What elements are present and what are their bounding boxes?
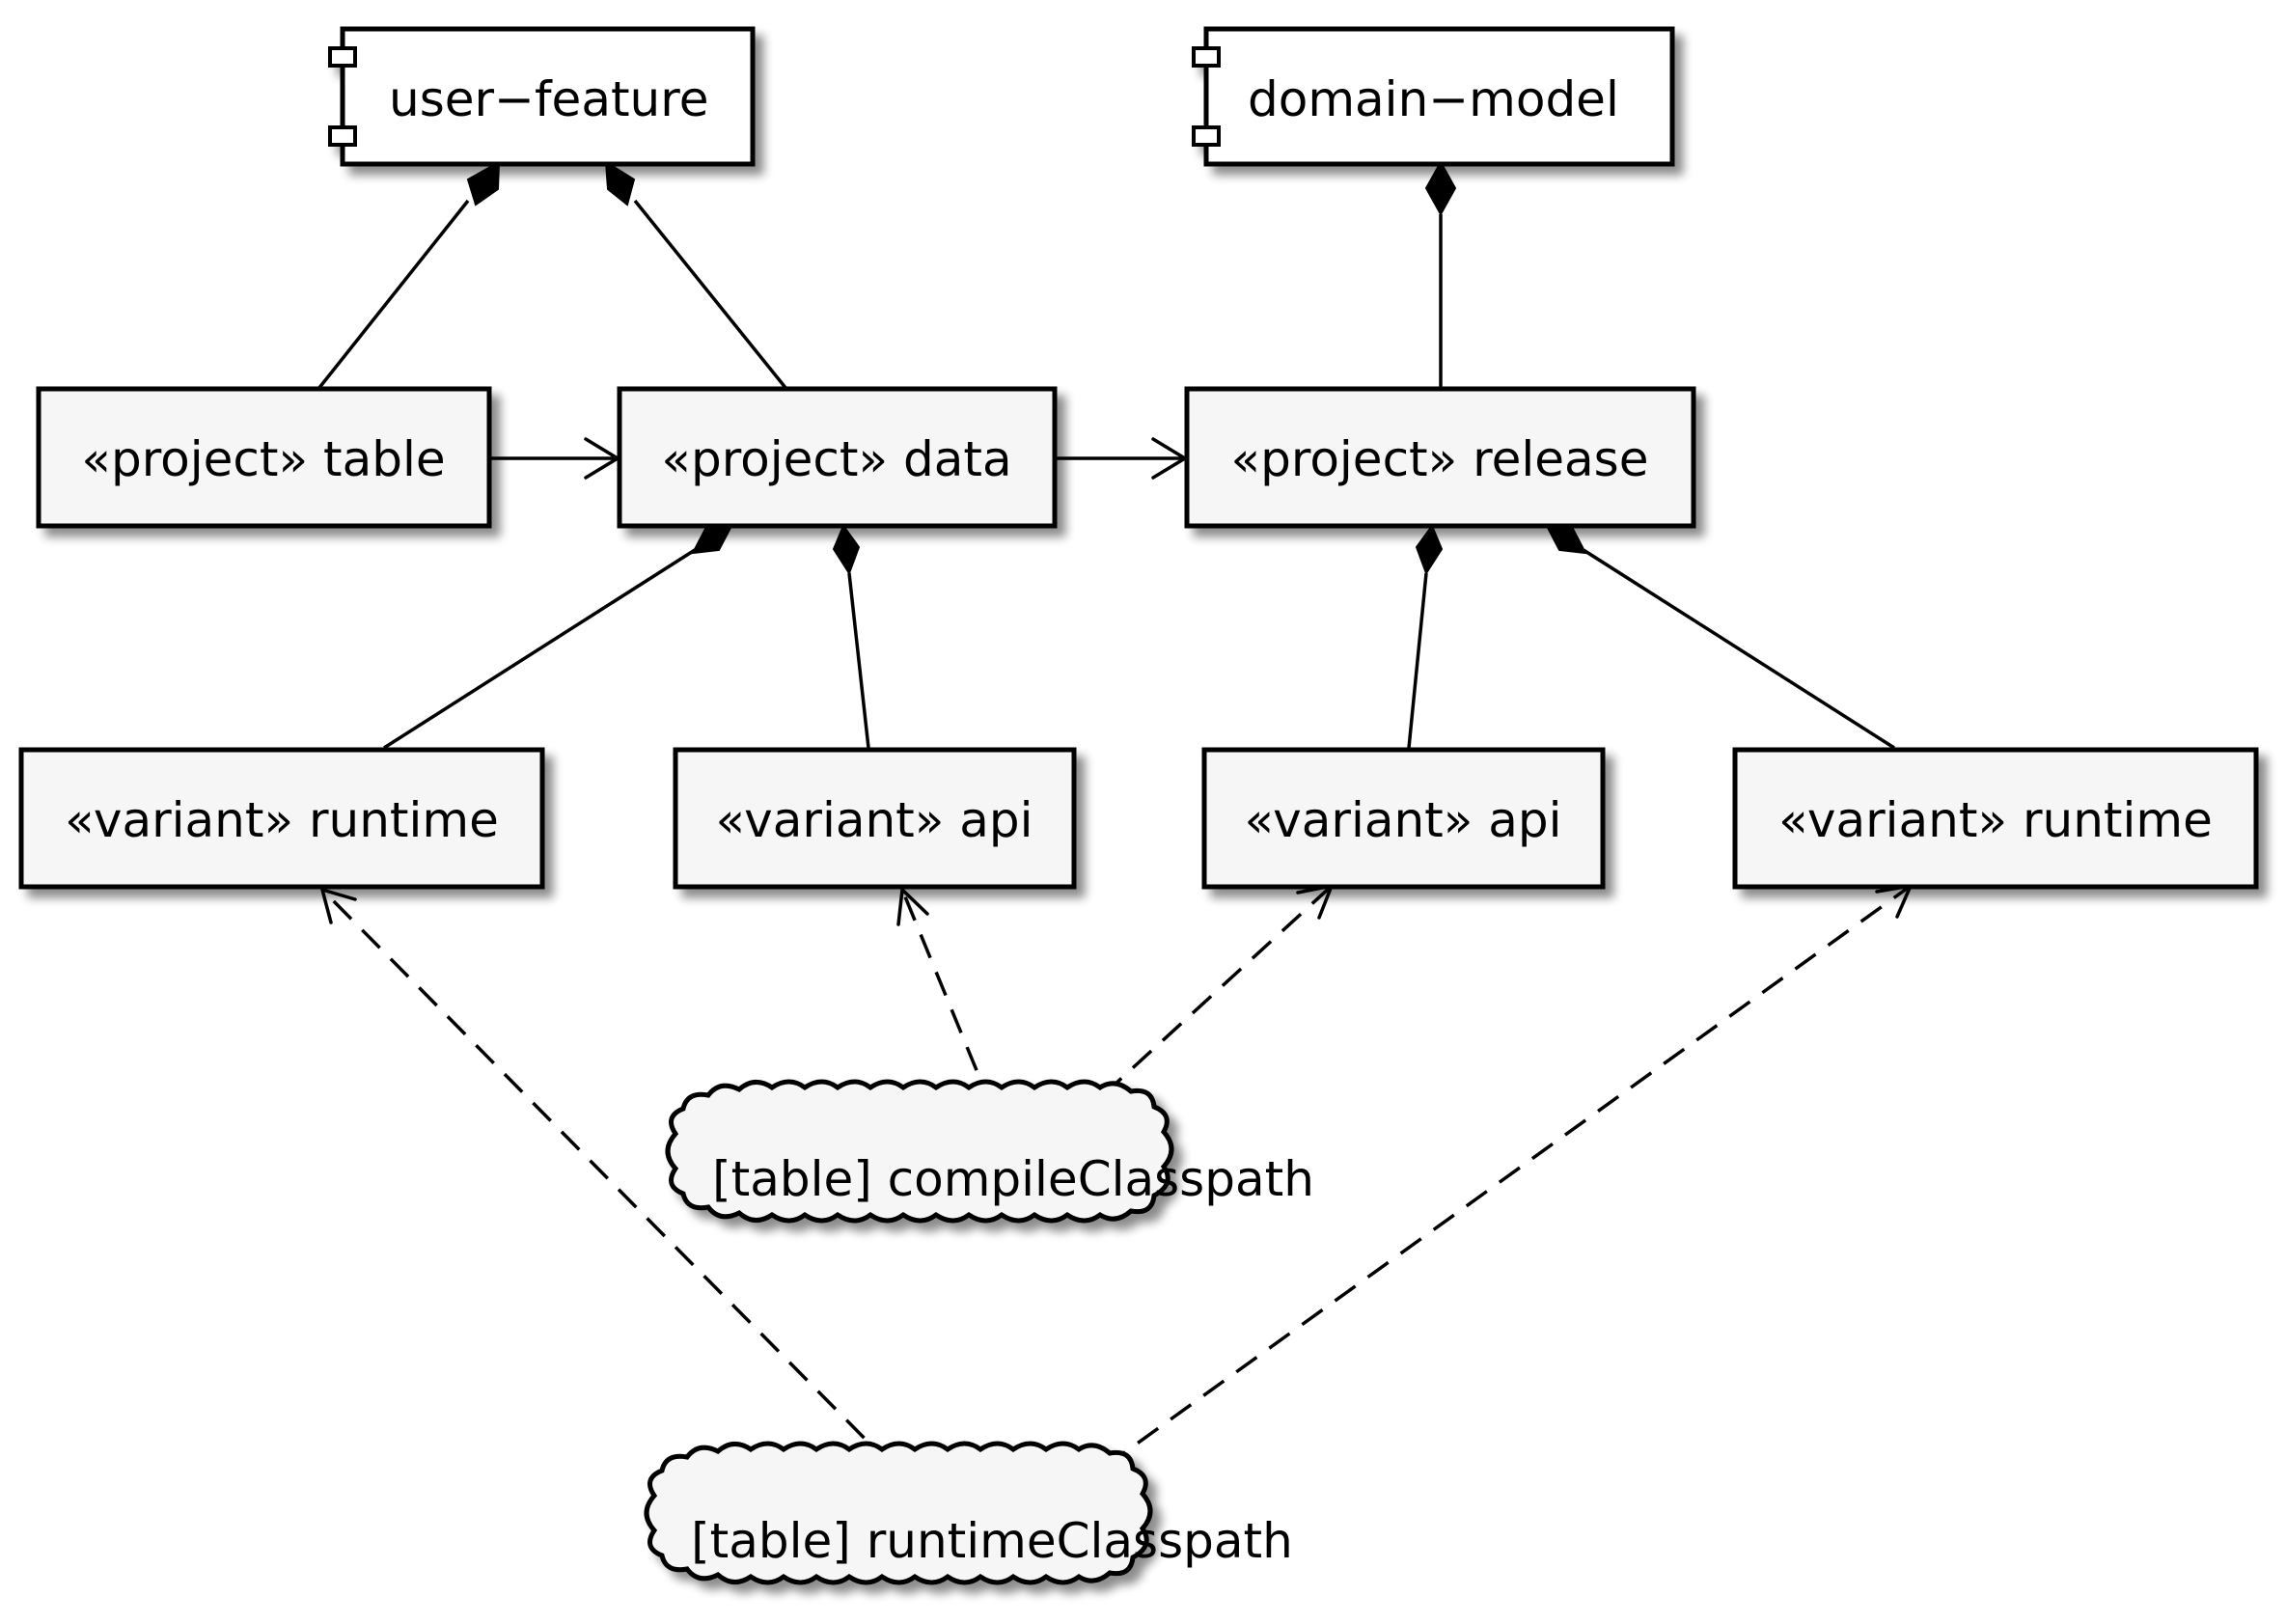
dependency-edge-compile-release-api	[1101, 884, 1334, 1097]
composition-diamond-icon	[1415, 523, 1444, 576]
composition-diamond-icon	[1545, 524, 1587, 555]
variant-label: «variant» api	[1244, 792, 1561, 848]
config-label: [table] runtimeClasspath	[691, 1513, 1293, 1569]
component-label: domain−model	[1248, 71, 1619, 127]
edges	[317, 159, 1913, 1469]
composition-diamond-icon	[691, 524, 733, 555]
variant-label: «variant» runtime	[1778, 792, 2213, 848]
project-table-box	[36, 386, 492, 529]
arrowhead-icon	[320, 888, 357, 924]
project-release-box	[1184, 386, 1696, 529]
composition-edge-userfeature-data	[633, 199, 788, 391]
project-data-box	[617, 386, 1058, 529]
component-user-feature	[328, 26, 756, 167]
component-domain-model	[1192, 26, 1675, 167]
component-icon	[328, 46, 357, 68]
variant-label: «variant» api	[715, 792, 1033, 848]
project-label: «project» release	[1231, 431, 1649, 487]
component-label: user−feature	[389, 71, 708, 127]
composition-diamond-icon	[1424, 159, 1457, 217]
project-label: «project» table	[81, 431, 445, 487]
composition-edge-release-runtime	[1583, 548, 1895, 750]
variant-release-api-box	[1201, 747, 1606, 890]
config-compile-cloud	[665, 1079, 1174, 1224]
config-runtime-cloud	[644, 1441, 1153, 1585]
config-label: [table] compileClasspath	[712, 1151, 1314, 1207]
composition-edge-release-api	[1407, 572, 1428, 749]
variant-label: «variant» runtime	[65, 792, 499, 848]
variant-release-runtime-box	[1732, 747, 2259, 890]
component-icon	[328, 125, 357, 147]
dependency-edge-runtime-data-runtime	[320, 888, 895, 1469]
composition-diamond-icon	[604, 160, 636, 206]
composition-edge-data-api	[847, 572, 870, 749]
dependency-edge-compile-data-api	[900, 889, 994, 1109]
composition-diamond-icon	[466, 160, 501, 206]
dependency-edge-runtime-release-runtime	[1103, 884, 1913, 1469]
variant-data-api-box	[673, 747, 1077, 890]
component-icon	[1192, 46, 1221, 68]
variant-data-runtime-box	[18, 747, 545, 890]
arrowhead-icon	[896, 888, 929, 926]
composition-edge-data-runtime	[383, 548, 696, 750]
composition-diamond-icon	[832, 523, 861, 576]
project-label: «project» data	[661, 431, 1011, 487]
composition-edge-userfeature-table	[317, 199, 470, 391]
component-icon	[1192, 125, 1221, 147]
